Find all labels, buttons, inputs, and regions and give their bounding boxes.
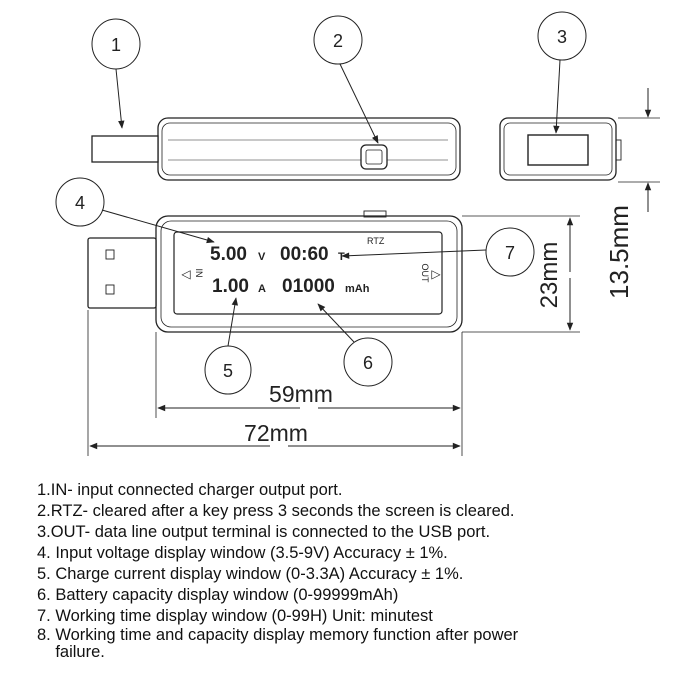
rtz-label: RTZ xyxy=(367,236,385,246)
in-arrow-icon: ◁ xyxy=(181,267,191,281)
voltage-value: 5.00 xyxy=(210,244,247,265)
callout-3: 3 xyxy=(537,11,587,134)
device-front-view xyxy=(87,210,463,333)
callout-6: 6 xyxy=(317,303,393,387)
capacity-value: 01000 xyxy=(282,276,335,297)
out-label: OUT xyxy=(420,264,430,284)
lcd-readout: 5.00 V 00:60 T 1.00 A 01000 mAh xyxy=(210,244,370,297)
height-label: 23mm xyxy=(536,242,563,309)
thickness-label: 13.5mm xyxy=(604,205,634,299)
device-diagram: 13.5mm RTZ IN ◁ OUT ▷ 5.00 V 00:60 T 1.0… xyxy=(55,11,660,456)
width-outer-label: 72mm xyxy=(244,420,308,446)
note-item: 2.RTZ- cleared after a key press 3 secon… xyxy=(37,502,515,520)
note-item: 3.OUT- data line output terminal is conn… xyxy=(37,523,491,541)
svg-text:3: 3 xyxy=(557,27,567,47)
svg-text:2: 2 xyxy=(333,31,343,51)
width-inner-dimension xyxy=(155,332,463,418)
width-inner-label: 59mm xyxy=(269,381,333,407)
callout-4: 4 xyxy=(55,177,215,244)
svg-text:1: 1 xyxy=(111,35,121,55)
in-label: IN xyxy=(194,269,204,278)
height-dimension xyxy=(462,215,580,333)
svg-text:6: 6 xyxy=(363,353,373,373)
device-side-view xyxy=(499,117,660,183)
svg-text:7: 7 xyxy=(505,243,515,263)
voltage-unit: V xyxy=(258,251,266,263)
width-outer-dimension xyxy=(87,310,463,456)
note-item: 5. Charge current display window (0-3.3A… xyxy=(37,565,464,583)
usb-plug xyxy=(87,237,157,309)
rtz-button-top xyxy=(360,144,388,170)
time-unit: T xyxy=(338,251,345,263)
callout-5: 5 xyxy=(204,297,252,395)
device-top-view xyxy=(91,117,461,181)
svg-text:4: 4 xyxy=(75,193,85,213)
svg-text:5: 5 xyxy=(223,361,233,381)
current-unit: A xyxy=(258,283,266,295)
note-item: 1.IN- input connected charger output por… xyxy=(37,481,343,499)
note-item: 6. Battery capacity display window (0-99… xyxy=(37,586,399,604)
callout-1: 1 xyxy=(91,18,141,129)
feature-notes: 1.IN- input connected charger output por… xyxy=(37,480,687,661)
callout-2: 2 xyxy=(313,15,379,144)
note-item: 7. Working time display window (0-99H) U… xyxy=(37,607,433,625)
time-value: 00:60 xyxy=(280,244,329,265)
note-item: 8. Working time and capacity display mem… xyxy=(37,626,519,661)
current-value: 1.00 xyxy=(212,276,249,297)
out-arrow-icon: ▷ xyxy=(431,267,441,281)
callout-7: 7 xyxy=(341,227,535,277)
note-item: 4. Input voltage display window (3.5-9V)… xyxy=(37,544,448,562)
capacity-unit: mAh xyxy=(345,283,370,295)
